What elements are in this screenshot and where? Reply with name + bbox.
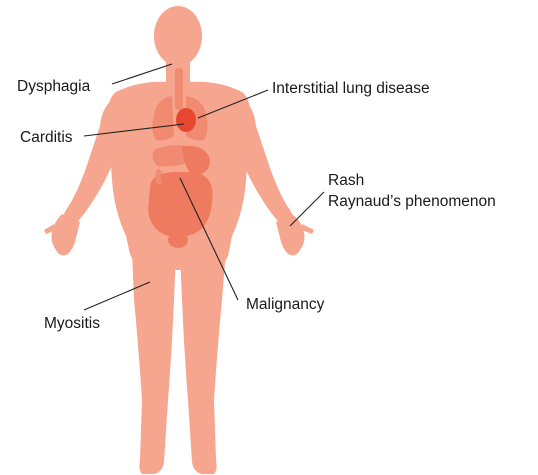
left-arm [62, 96, 122, 226]
label-dysphagia: Dysphagia [17, 78, 90, 96]
esophagus [175, 68, 183, 110]
label-rash: Rash [328, 172, 364, 190]
label-interstitial-lung-disease: Interstitial lung disease [272, 80, 430, 98]
head [154, 6, 202, 66]
right-arm [234, 96, 294, 226]
label-malignancy: Malignancy [246, 296, 324, 314]
right-hand [276, 214, 305, 255]
label-raynauds-phenomenon: Raynaud’s phenomenon [328, 193, 496, 211]
label-carditis: Carditis [20, 129, 73, 147]
bladder [168, 232, 188, 248]
label-myositis: Myositis [44, 315, 100, 333]
rash-line [290, 192, 324, 226]
left-hand [52, 214, 81, 255]
right-leg [180, 250, 226, 474]
dysphagia-line [112, 64, 172, 84]
left-leg [132, 250, 176, 474]
heart [176, 108, 196, 132]
